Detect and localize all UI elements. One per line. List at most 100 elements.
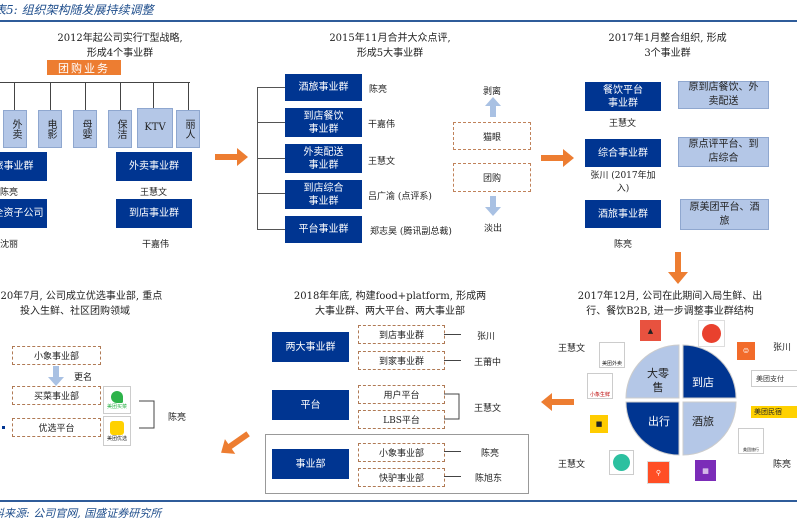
leader-name: 陈亮 bbox=[0, 188, 19, 198]
group-box: 到店事业群 bbox=[116, 199, 192, 228]
source-note: 资料来源: 公司官网, 国盛证券研究所 bbox=[0, 507, 162, 520]
group-box: 到店综合事业群 bbox=[285, 180, 362, 209]
arrow-up-left-icon bbox=[221, 431, 250, 454]
leader-name: 张川 bbox=[477, 332, 496, 342]
connector bbox=[444, 360, 461, 361]
category-box: 电影 bbox=[38, 110, 62, 148]
meituan-taxi-app-icon: ■ bbox=[590, 415, 608, 433]
meituan-grocery-app-icon: 美团买菜 bbox=[103, 386, 131, 414]
stage-2017-jan-caption: 2017年1月整合组织, 形成 3个事业群 bbox=[608, 33, 727, 59]
unit-box: 到家事业群 bbox=[358, 351, 445, 370]
group-box: 外卖配送事业群 bbox=[285, 144, 362, 173]
stage-2017-dec-caption: 2017年12月, 公司在此期间入局生鲜、出 行、餐饮B2B, 进一步调整事业群… bbox=[577, 291, 763, 317]
connector bbox=[0, 82, 190, 83]
bicycle-person-app-icon: ☺ bbox=[737, 342, 755, 360]
unit-box: 小象事业部 bbox=[12, 346, 101, 365]
leader-name: 王慧文 bbox=[140, 188, 168, 198]
connector bbox=[85, 82, 86, 110]
maoyan-box: 猫眼 bbox=[453, 122, 531, 150]
group-desc: 原美团平台、酒旅 bbox=[680, 199, 769, 230]
connector bbox=[188, 82, 189, 110]
leader-name: 陈亮 bbox=[369, 85, 388, 95]
group-box: 综合事业群 bbox=[585, 139, 661, 167]
quadrant-label: 到店 bbox=[692, 376, 714, 389]
meituan-travel-app-icon: 美团旅行 bbox=[738, 428, 764, 454]
leader-name: 沈丽 bbox=[0, 240, 19, 250]
category-box: 丽人 bbox=[176, 110, 200, 148]
arrow-up-icon bbox=[485, 97, 501, 117]
leader-name: 陈亮 bbox=[773, 460, 792, 470]
figure-title: 图表5: 组织架构随发展持续调整 bbox=[0, 3, 154, 17]
category-box: 外卖 bbox=[3, 110, 27, 148]
leader-name: 王慧文 bbox=[609, 119, 637, 129]
group-box: 外卖事业群 bbox=[116, 152, 192, 181]
group-box: 酒旅事业群 bbox=[585, 200, 661, 228]
arrow-down-icon bbox=[48, 366, 64, 386]
group-desc: 原到店餐饮、外卖配送 bbox=[678, 81, 769, 109]
quadrant-travel bbox=[625, 401, 680, 456]
leader-name: 郑志昊 (腾讯副总裁) bbox=[370, 227, 452, 237]
group-box: 酒旅事业群 bbox=[285, 74, 362, 101]
quadrant-label: 出行 bbox=[648, 415, 670, 428]
unit-box: 买菜事业部 bbox=[12, 386, 101, 405]
leader-name: 吕广渝 (点评系) bbox=[368, 192, 432, 202]
leader-name: 王莆中 bbox=[474, 358, 502, 368]
section-box: 两大事业群 bbox=[272, 332, 349, 362]
meituan-homestay-app-icon: 美团民宿 bbox=[751, 406, 797, 418]
leader-name: 王慧文 bbox=[368, 157, 396, 167]
connector bbox=[257, 122, 285, 123]
group-box: 酒旅事业群 bbox=[0, 152, 47, 181]
header-rule bbox=[0, 20, 797, 22]
category-box: 保洁 bbox=[108, 110, 132, 148]
quadrant-retail bbox=[625, 344, 680, 399]
footer-rule bbox=[0, 500, 797, 502]
unit-box: 小象事业部 bbox=[358, 443, 445, 462]
quadrant-in-store bbox=[682, 344, 737, 399]
stage-2020-caption: 2020年7月, 公司成立优选事业部, 重点 投入生鲜、社区团购领域 bbox=[0, 291, 163, 317]
dianping-app-icon bbox=[698, 320, 725, 347]
unit-box: 优选平台 bbox=[12, 418, 101, 437]
connector bbox=[120, 82, 121, 110]
group-buying-box: 团购 bbox=[453, 163, 531, 192]
delivery-app-icon: ▲ bbox=[640, 320, 661, 341]
meituan-waimai-app-icon: 美团外卖 bbox=[599, 342, 625, 368]
group-box: 平台事业群 bbox=[285, 216, 362, 243]
connector bbox=[444, 334, 461, 335]
unit-box: 快驴事业部 bbox=[358, 468, 445, 487]
leader-name: 王慧文 bbox=[558, 344, 586, 354]
leader-name: 陈亮 bbox=[168, 413, 187, 423]
leader-name: 王慧文 bbox=[558, 460, 586, 470]
business-pie bbox=[625, 344, 737, 456]
leader-name: 王慧文 bbox=[474, 404, 502, 414]
hotel-app-icon: ▦ bbox=[695, 460, 716, 481]
arrow-right-icon bbox=[541, 149, 574, 167]
arrow-down-icon bbox=[485, 196, 501, 216]
stage-2015-caption: 2015年11月合并大众点评, 形成5大事业群 bbox=[329, 33, 451, 59]
quadrant-label: 大零售 bbox=[647, 367, 669, 394]
group-box: 餐饮平台事业群 bbox=[585, 82, 661, 111]
leader-name: 陈旭东 bbox=[475, 474, 503, 484]
connector bbox=[14, 82, 15, 110]
unit-box: 到店事业群 bbox=[358, 325, 445, 344]
unit-box: 用户平台 bbox=[358, 385, 445, 404]
leader-name: 陈亮 bbox=[481, 449, 500, 459]
stage-2018-caption: 2018年年底, 构建food+platform, 形成两 大事业群、两大平台、… bbox=[293, 291, 487, 317]
category-box: 母婴 bbox=[73, 110, 97, 148]
meituan-pay-app-icon: 美团支付 bbox=[751, 370, 797, 387]
category-box: KTV bbox=[137, 108, 173, 148]
meituan-rental-app-icon bbox=[609, 450, 634, 475]
leader-name: 张川 (2017年加入) bbox=[590, 171, 656, 194]
connector bbox=[257, 229, 285, 230]
group-box: 到店餐饮事业群 bbox=[285, 108, 362, 137]
arrow-left-icon bbox=[541, 393, 574, 411]
stage-2012-caption: 2012年起公司实行T型战略, 形成4个事业群 bbox=[57, 33, 183, 59]
section-box: 平台 bbox=[272, 390, 349, 420]
leader-name: 陈亮 bbox=[614, 240, 633, 250]
section-box: 事业部 bbox=[272, 449, 349, 479]
bracket-connector bbox=[139, 400, 155, 429]
exit-label: 淡出 bbox=[484, 224, 503, 234]
leader-name: 干嘉伟 bbox=[142, 240, 170, 250]
arrow-down-icon bbox=[668, 252, 688, 284]
meituan-youxuan-app-icon: 美团优选 bbox=[103, 416, 131, 446]
xiaoxiang-fresh-app-icon: 小象生鲜 bbox=[587, 373, 613, 399]
